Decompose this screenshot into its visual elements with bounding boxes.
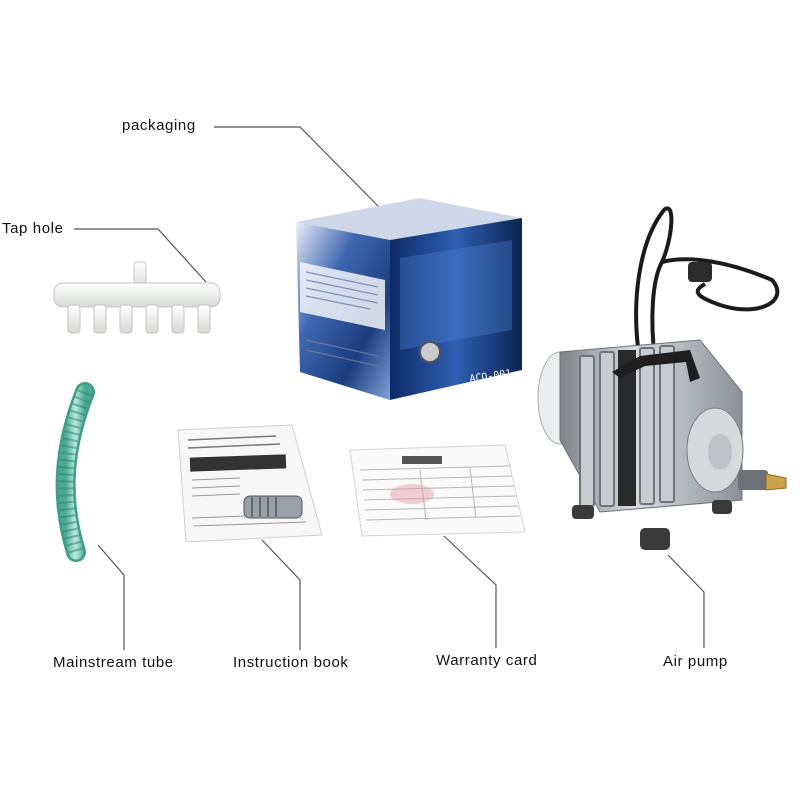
warranty-card bbox=[349, 444, 526, 537]
label-warranty-card: Warranty card bbox=[436, 652, 538, 669]
label-instruction-book: Instruction book bbox=[233, 654, 349, 671]
leader-line-tube bbox=[97, 544, 125, 650]
tap-hole-fitting bbox=[53, 261, 221, 334]
air-pump bbox=[537, 206, 787, 550]
label-air-pump: Air pump bbox=[663, 653, 728, 670]
label-tap-hole: Tap hole bbox=[2, 220, 64, 237]
mainstream-tube bbox=[55, 382, 95, 562]
label-packaging: packaging bbox=[122, 117, 196, 134]
leader-lines bbox=[74, 126, 705, 650]
instruction-book bbox=[177, 424, 323, 543]
leader-line-warranty bbox=[443, 535, 497, 648]
label-mainstream-tube: Mainstream tube bbox=[53, 654, 174, 671]
packaging-box: ACO-001 bbox=[296, 198, 522, 400]
leader-line-packaging bbox=[214, 126, 381, 209]
leader-line-tap-hole bbox=[74, 228, 207, 283]
leader-line-pump bbox=[667, 554, 705, 648]
leader-line-book bbox=[261, 539, 301, 650]
